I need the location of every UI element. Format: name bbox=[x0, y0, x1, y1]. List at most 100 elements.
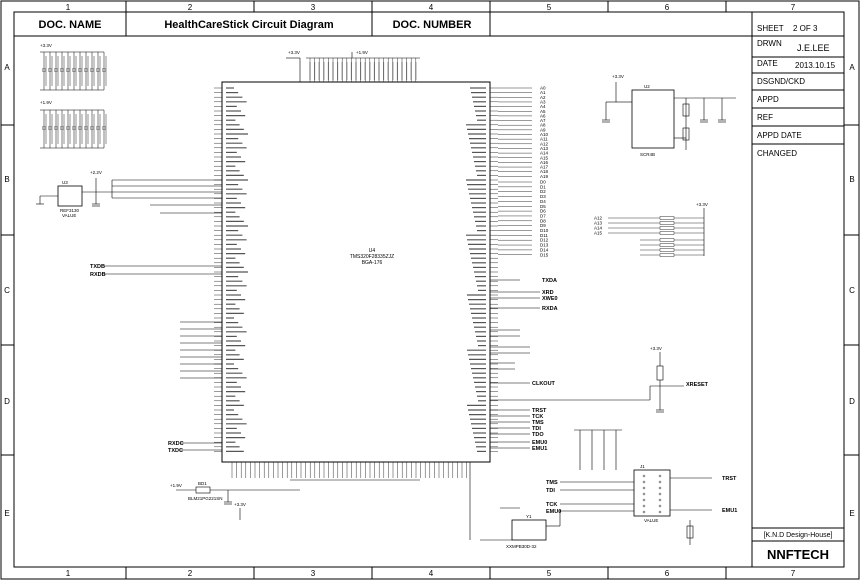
drawn-value: J.E.LEE bbox=[797, 43, 830, 53]
drawing-title: HealthCareStick Circuit Diagram bbox=[164, 19, 334, 31]
bead-ref: BD1 bbox=[198, 481, 207, 486]
left-signal-nets bbox=[104, 265, 222, 451]
row-label-right-a: A bbox=[849, 63, 855, 72]
jtag-pin bbox=[658, 486, 662, 490]
col-label-top-1: 1 bbox=[66, 3, 71, 12]
sheet-label: SHEET bbox=[757, 24, 784, 33]
address-bus-label: A6 bbox=[540, 113, 546, 118]
row-label-left-a: A bbox=[4, 63, 10, 72]
address-bus-label: A15 bbox=[540, 155, 549, 160]
jtag-net-emu1: EMU1 bbox=[722, 508, 737, 514]
col-label-top-5: 5 bbox=[547, 3, 552, 12]
data-bus-label: D3 bbox=[540, 194, 546, 199]
appd-label: APPD bbox=[757, 95, 779, 104]
mcu-part: TMS320F28335ZJZ bbox=[350, 254, 394, 260]
jtag-pin bbox=[658, 504, 662, 508]
jtag-pin bbox=[658, 480, 662, 484]
doc-number-label: DOC. NUMBER bbox=[393, 19, 472, 31]
row-label-right-e: E bbox=[849, 509, 854, 518]
address-bus-label: A3 bbox=[540, 99, 546, 104]
changed-label: CHANGED bbox=[757, 149, 797, 158]
regulator-part: SCR4B bbox=[640, 152, 655, 157]
vref-u3-body bbox=[57, 185, 83, 207]
oscillator-ref: Y1 bbox=[526, 514, 532, 519]
net-txdb: TXDB bbox=[90, 264, 105, 270]
data-bus-label: D14 bbox=[540, 247, 549, 252]
row-label-right-d: D bbox=[849, 397, 855, 406]
date-value: 2013.10.15 bbox=[795, 61, 836, 70]
rnet-address-label: A13 bbox=[594, 221, 603, 226]
bead-part: BLM21PG221SN bbox=[188, 496, 223, 501]
rnet-resistor bbox=[659, 238, 675, 242]
jtag-j1-body bbox=[633, 469, 671, 517]
data-bus-label: D11 bbox=[540, 233, 548, 238]
jtag-pin bbox=[642, 498, 646, 502]
mcu-u4-body bbox=[221, 81, 491, 463]
column-dividers bbox=[125, 1, 727, 579]
address-bus-label: A17 bbox=[540, 165, 549, 170]
regulator-u2-body bbox=[631, 89, 675, 149]
jtag-pin bbox=[658, 510, 662, 514]
net-xrd: XRD bbox=[542, 290, 554, 296]
net-emu1: EMU1 bbox=[532, 446, 547, 452]
rnet-resistor bbox=[659, 216, 675, 220]
reset-circuit bbox=[649, 352, 684, 413]
net-rxda: RXDA bbox=[542, 306, 558, 312]
address-bus-label: A13 bbox=[540, 146, 549, 151]
jtag-value: VALUE bbox=[644, 518, 658, 523]
rail-label-33-caps: +3.3V bbox=[40, 43, 52, 48]
address-bus-label: A18 bbox=[540, 169, 549, 174]
data-bus-label: D6 bbox=[540, 209, 546, 214]
rail-label-33-bead: +3.3V bbox=[234, 502, 246, 507]
decoupling-cap-array-bottom bbox=[40, 109, 107, 149]
row-label-left-b: B bbox=[4, 175, 9, 184]
data-bus-label: D4 bbox=[540, 199, 546, 204]
jtag-header-pins bbox=[642, 474, 662, 514]
mcu-bottom-pins bbox=[231, 462, 467, 478]
net-tms: TMS bbox=[532, 420, 544, 426]
col-label-bottom-2: 2 bbox=[188, 569, 193, 578]
jtag-pin bbox=[642, 486, 646, 490]
jtag-pin bbox=[658, 474, 662, 478]
net-emu0: EMU0 bbox=[532, 440, 547, 446]
right-signal-nets bbox=[490, 279, 650, 449]
address-bus-label: A8 bbox=[540, 123, 546, 128]
address-bus-label: A16 bbox=[540, 160, 549, 165]
mcu-ref: U4 bbox=[369, 248, 376, 254]
col-label-top-4: 4 bbox=[429, 3, 434, 12]
col-label-bottom-3: 3 bbox=[311, 569, 316, 578]
net-txda: TXDA bbox=[542, 278, 557, 284]
oscillator-part: XXMPB30D-32 bbox=[506, 544, 537, 549]
rnet-resistor bbox=[659, 231, 675, 235]
jtag-pin bbox=[642, 510, 646, 514]
col-label-bottom-6: 6 bbox=[665, 569, 670, 578]
address-bus-label: A7 bbox=[540, 118, 546, 123]
net-tdi: TDI bbox=[532, 426, 541, 432]
rail-label-19-bead: +1.9V bbox=[170, 483, 182, 488]
jtag-pin bbox=[642, 480, 646, 484]
oscillator-wiring bbox=[469, 462, 561, 541]
jtag-wiring bbox=[560, 429, 712, 545]
rail-label-33-reset: +3.3V bbox=[650, 346, 662, 351]
address-bus-label: A14 bbox=[540, 151, 549, 156]
jtag-net-trst: TRST bbox=[722, 476, 737, 482]
address-bus-labels: A0A1A2A3A4A5A6A7A8A9A10A11A12A13A14A15A1… bbox=[498, 86, 549, 179]
ref-label: REF bbox=[757, 113, 773, 122]
address-bus-label: A9 bbox=[540, 127, 546, 132]
jtag-net-tdi: TDI bbox=[546, 488, 555, 494]
address-bus-label: A2 bbox=[540, 95, 546, 100]
net-tck: TCK bbox=[532, 414, 543, 420]
address-bus-label: A4 bbox=[540, 104, 546, 109]
data-bus-label: D7 bbox=[540, 213, 546, 218]
address-bus-label: A10 bbox=[540, 132, 549, 137]
rail-label-33-top: +3.3V bbox=[288, 50, 300, 55]
row-label-right-b: B bbox=[849, 175, 854, 184]
rnet-resistor bbox=[659, 221, 675, 225]
row-dividers bbox=[1, 124, 859, 456]
data-bus-label: D9 bbox=[540, 223, 546, 228]
net-trst: TRST bbox=[532, 408, 547, 414]
vref-part: REF3130 bbox=[60, 208, 80, 213]
